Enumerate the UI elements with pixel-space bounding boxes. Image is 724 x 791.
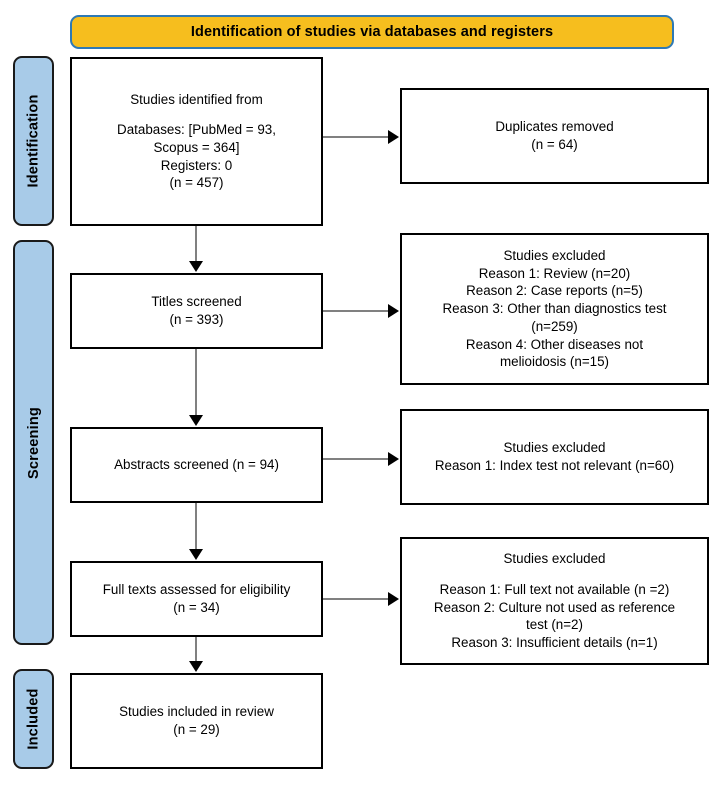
- arrowhead-right-icon: [388, 130, 399, 144]
- stage-identification-text: Identification: [25, 94, 42, 188]
- box-text-line: (n = 393): [169, 312, 224, 327]
- stage-label-screening: Screening: [13, 240, 54, 645]
- stage-included-text: Included: [25, 688, 42, 750]
- box-text-line: (n = 29): [173, 722, 220, 737]
- connector-line-identified-to-duplicates: [323, 136, 389, 138]
- box-text-line: Duplicates removed: [495, 119, 614, 135]
- arrowhead-down-icon: [189, 261, 203, 272]
- stage-label-included: Included: [13, 669, 54, 769]
- box-studies-included-in-review-lines: Studies included in review (n = 29): [79, 703, 314, 738]
- box-text-line: (n = 34): [173, 600, 220, 615]
- box-text-line: [409, 568, 700, 581]
- connector-line-titles-to-abstracts: [195, 349, 197, 416]
- box-titles-screened: Titles screened (n = 393): [70, 273, 323, 349]
- box-text-line: Reason 1: Review (n=20): [478, 265, 631, 281]
- box-studies-included-in-review: Studies included in review (n = 29): [70, 673, 323, 769]
- box-text-line: Reason 2: Culture not used as reference: [433, 599, 676, 615]
- stage-screening-text: Screening: [25, 406, 42, 479]
- arrowhead-down-icon: [189, 415, 203, 426]
- box-duplicates-removed: Duplicates removed (n = 64): [400, 88, 709, 184]
- box-duplicates-removed-lines: Duplicates removed (n = 64): [409, 118, 700, 153]
- diagram-title-banner: Identification of studies via databases …: [70, 15, 674, 49]
- box-text-line: Reason 1: Index test not relevant (n=60): [434, 458, 675, 473]
- box-text-line: (n = 457): [169, 175, 224, 191]
- box-text-line: Titles screened: [151, 294, 242, 310]
- box-text-line: [79, 109, 314, 122]
- box-text-line: Studies included in review: [119, 704, 274, 720]
- diagram-title-text: Identification of studies via databases …: [190, 24, 554, 40]
- box-text-line: Studies identified from: [130, 91, 263, 107]
- box-text-line: (n = 64): [531, 137, 578, 152]
- connector-line-fulltexts-to-excluded: [323, 598, 389, 600]
- connector-line-titles-to-excluded: [323, 310, 389, 312]
- arrowhead-down-icon: [189, 549, 203, 560]
- box-titles-screened-lines: Titles screened (n = 393): [79, 293, 314, 328]
- arrowhead-right-icon: [388, 304, 399, 318]
- arrowhead-down-icon: [189, 661, 203, 672]
- box-text-line: Reason 3: Other than diagnostics test: [442, 301, 667, 317]
- box-text-line: Registers: 0: [160, 157, 233, 173]
- box-full-texts-assessed-lines: Full texts assessed for eligibility (n = …: [79, 581, 314, 616]
- connector-line-identified-to-titles: [195, 226, 197, 262]
- box-text-line: Full texts assessed for eligibility: [102, 582, 291, 598]
- box-text-line: melioidosis (n=15): [499, 354, 610, 370]
- box-full-texts-assessed: Full texts assessed for eligibility (n = …: [70, 561, 323, 637]
- box-abstracts-screened: Abstracts screened (n = 94): [70, 427, 323, 503]
- box-text-line: Abstracts screened (n = 94): [114, 457, 279, 473]
- box-text-line: Databases: [PubMed = 93,: [117, 122, 276, 138]
- box-text-line: Scopus = 364]: [153, 140, 240, 156]
- box-text-line: Studies excluded: [503, 551, 606, 567]
- box-text-line: Reason 4: Other diseases not: [465, 336, 644, 352]
- box-text-line: Reason 1: Full text not available (n =2): [439, 581, 670, 597]
- box-text-line: test (n=2): [526, 617, 583, 633]
- box-text-line: Studies excluded: [503, 248, 606, 264]
- arrowhead-right-icon: [388, 592, 399, 606]
- box-text-line: (n=259): [531, 318, 578, 334]
- box-text-line: Studies excluded: [503, 440, 606, 456]
- connector-line-abstracts-to-excluded: [323, 458, 389, 460]
- arrowhead-right-icon: [388, 452, 399, 466]
- box-text-line: Reason 3: Insufficient details (n=1): [451, 634, 658, 650]
- box-abstracts-screened-lines: Abstracts screened (n = 94): [79, 456, 314, 474]
- stage-label-identification: Identification: [13, 56, 54, 226]
- connector-line-fulltexts-to-included: [195, 637, 197, 662]
- connector-line-abstracts-to-fulltexts: [195, 503, 197, 550]
- box-text-line: Reason 2: Case reports (n=5): [466, 283, 643, 299]
